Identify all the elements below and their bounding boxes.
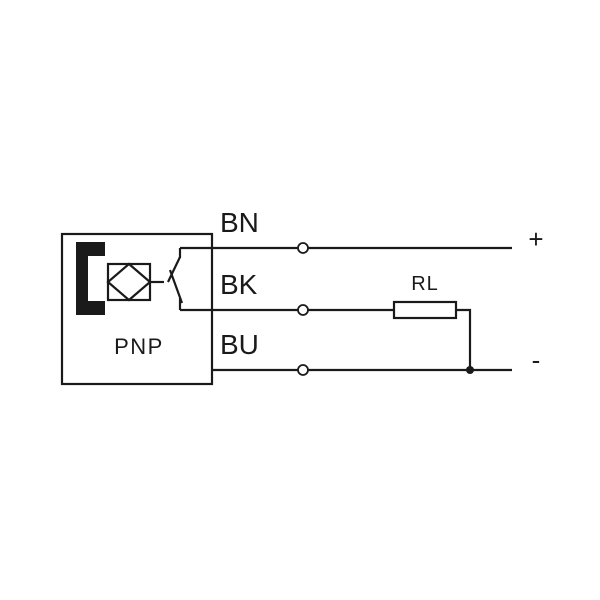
wire-label-bk: BK: [220, 269, 258, 300]
terminal-bu: [297, 364, 309, 376]
sensor-type-label: PNP: [114, 334, 164, 359]
terminal-bn: [297, 242, 309, 254]
wire-label-bn: BN: [220, 207, 259, 238]
inductive-coil-icon: [106, 262, 164, 302]
switch-contact-icon: [167, 248, 184, 310]
junction-dot: [466, 366, 474, 374]
resistor-icon: [392, 300, 458, 320]
terminal-bk: [297, 304, 309, 316]
supply-negative-label: -: [532, 345, 541, 375]
load-return-wire: [456, 308, 472, 370]
supply-positive-label: +: [528, 224, 543, 254]
sensor-face-icon: [76, 242, 105, 315]
load-label: RL: [411, 273, 439, 295]
wire-label-bu: BU: [220, 329, 259, 360]
